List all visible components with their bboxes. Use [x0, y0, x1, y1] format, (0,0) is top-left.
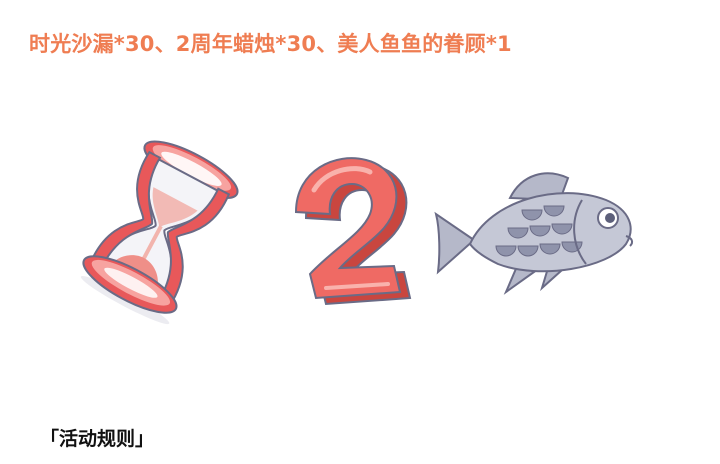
fish-item[interactable]	[430, 160, 645, 300]
hourglass-icon	[80, 140, 239, 325]
rules-heading: 「活动规则」	[40, 428, 155, 450]
candle-number-two-icon	[294, 157, 412, 306]
candle-two-item[interactable]	[266, 150, 416, 310]
hourglass-item[interactable]	[75, 140, 245, 325]
reward-items	[70, 140, 650, 325]
fish-icon	[434, 172, 634, 295]
reward-title: 时光沙漏*30、2周年蜡烛*30、美人鱼鱼的眷顾*1	[29, 32, 512, 56]
